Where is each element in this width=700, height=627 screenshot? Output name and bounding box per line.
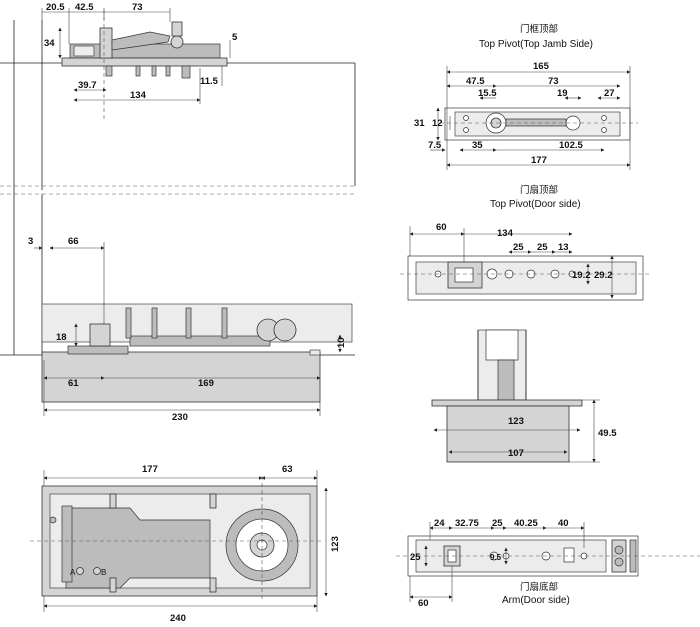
dim-169: 169 — [198, 378, 214, 389]
floor-spring-top-view — [30, 470, 328, 612]
jamb-dim-35: 35 — [472, 140, 483, 151]
jamb-dim-102-5: 102.5 — [559, 140, 583, 151]
arm-dim-25b: 25 — [410, 552, 421, 563]
dim-42-5: 42.5 — [75, 2, 94, 13]
dim-5: 5 — [232, 32, 238, 43]
floor-spring-side-view — [0, 194, 355, 416]
dim-39-7: 39.7 — [78, 80, 97, 91]
door-dim-25a: 25 — [513, 242, 524, 253]
arm-dim-24: 24 — [434, 518, 445, 529]
dim-3: 3 — [28, 236, 33, 247]
dim-73-top: 73 — [132, 2, 143, 13]
jamb-dim-19: 19 — [557, 88, 568, 99]
jamb-dim-15-5: 15.5 — [478, 88, 497, 99]
jamb-dim-27: 27 — [604, 88, 615, 99]
jamb-dim-47-5: 47.5 — [466, 76, 485, 87]
dim-134-top: 134 — [130, 90, 147, 101]
top-pivot-door-plate — [400, 226, 650, 301]
door-dim-134: 134 — [497, 228, 514, 239]
dim-240: 240 — [170, 613, 186, 624]
marker-a: A — [70, 568, 76, 577]
caption-top-jamb-en: Top Pivot(Top Jamb Side) — [479, 39, 593, 50]
door-dim-25b: 25 — [537, 242, 548, 253]
dim-20-5: 20.5 — [46, 2, 65, 13]
dim-18: 18 — [56, 332, 67, 343]
arm-dim-25a: 25 — [492, 518, 503, 529]
arm-dim-60: 60 — [418, 598, 429, 609]
jamb-dim-73: 73 — [548, 76, 559, 87]
marker-b: B — [101, 568, 106, 577]
dim-11-5: 11.5 — [200, 76, 219, 87]
caption-door-side-en: Top Pivot(Door side) — [490, 199, 581, 210]
arm-dim-32-75: 32.75 — [455, 518, 479, 529]
caption-top-jamb-cn: 门框顶部 — [520, 23, 558, 35]
arm-dim-40-25: 40.25 — [514, 518, 538, 529]
dim-123-bot: 123 — [330, 536, 341, 552]
dim-61: 61 — [68, 378, 79, 389]
dim-66: 66 — [68, 236, 79, 247]
jamb-dim-7-5: 7.5 — [428, 140, 442, 151]
door-dim-13: 13 — [558, 242, 569, 253]
dim-230: 230 — [172, 412, 188, 423]
section-dim-49-5: 49.5 — [598, 428, 617, 439]
caption-arm-cn: 门扇底部 — [520, 581, 558, 593]
dim-63: 63 — [282, 464, 293, 475]
arm-dim-40: 40 — [558, 518, 569, 529]
dim-10: 10 — [336, 337, 347, 348]
door-dim-19-2: 19.2 — [572, 270, 591, 281]
caption-door-side-cn: 门扇顶部 — [520, 184, 558, 196]
dim-177-bot: 177 — [142, 464, 158, 475]
arm-plate — [396, 522, 700, 602]
jamb-dim-177: 177 — [531, 155, 547, 166]
frame-top-view — [0, 8, 356, 355]
jamb-dim-165: 165 — [533, 61, 550, 72]
section-dim-123: 123 — [508, 416, 524, 427]
section-dim-107: 107 — [508, 448, 524, 459]
jamb-dim-12: 12 — [432, 118, 443, 129]
arm-dim-9-5: 9.5 — [490, 553, 502, 562]
door-dim-29-2: 29.2 — [594, 270, 613, 281]
top-pivot-jamb-plate — [430, 66, 638, 170]
caption-arm-en: Arm(Door side) — [502, 595, 570, 606]
cross-section-view — [431, 329, 600, 463]
jamb-dim-31: 31 — [414, 118, 425, 129]
dim-34: 34 — [44, 38, 55, 49]
door-dim-60: 60 — [436, 222, 447, 233]
